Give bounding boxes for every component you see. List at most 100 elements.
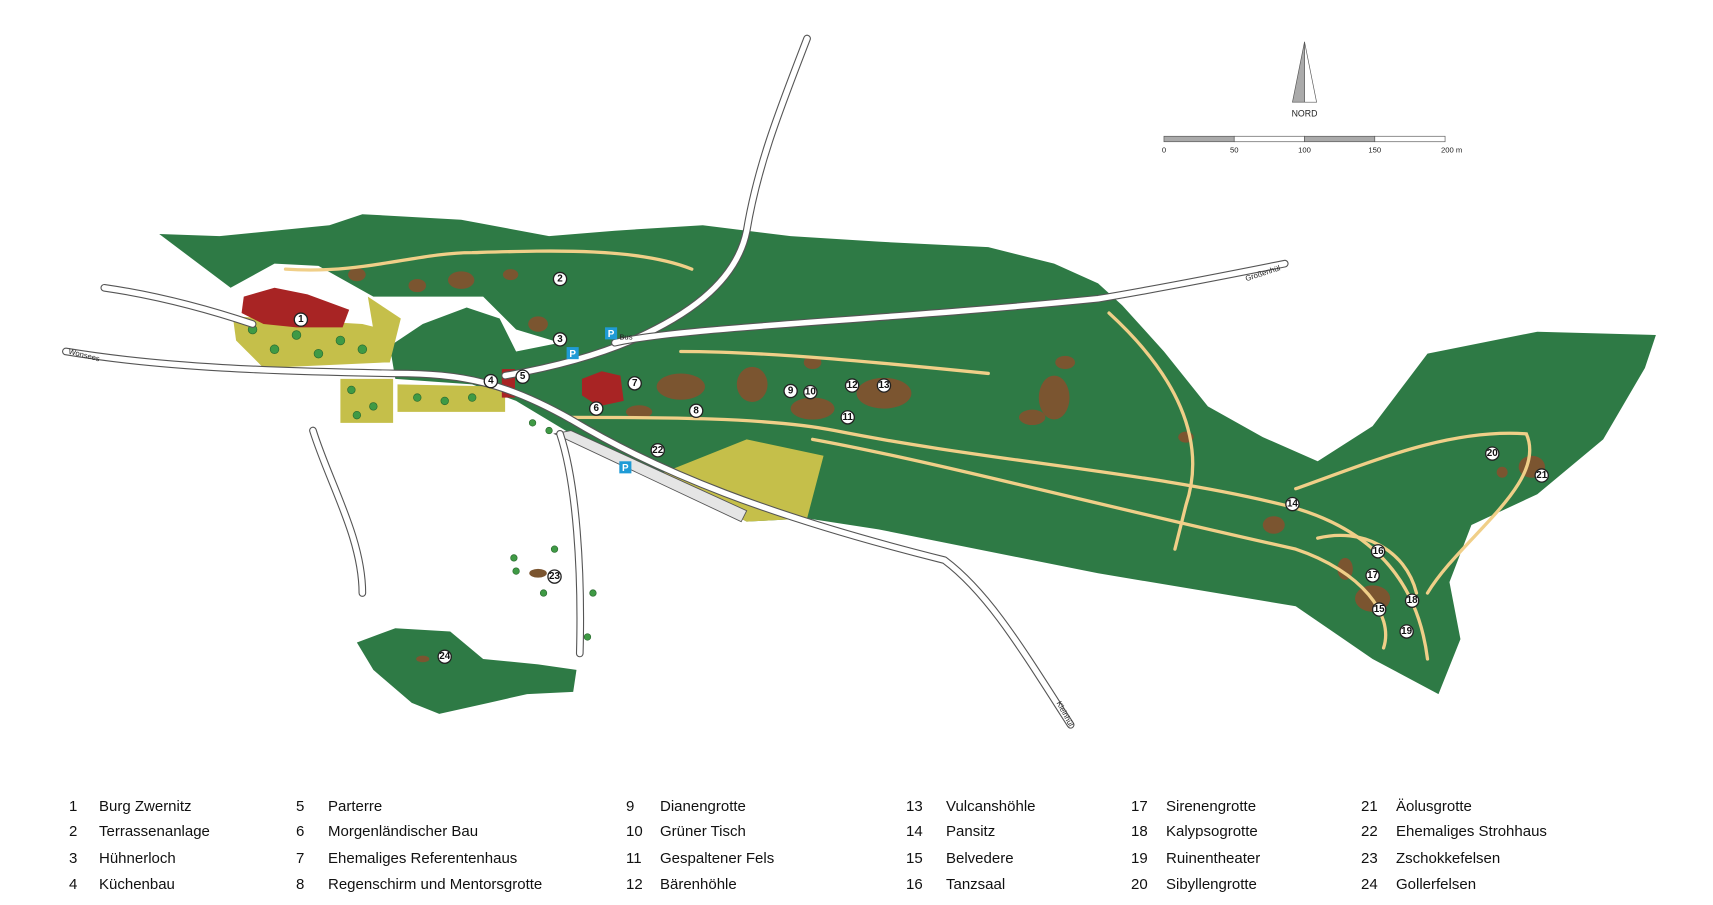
marker-8[interactable]: 8 bbox=[688, 403, 704, 419]
svg-text:4: 4 bbox=[488, 376, 494, 387]
legend-label: Gespaltener Fels bbox=[660, 850, 775, 867]
svg-text:19: 19 bbox=[1401, 626, 1412, 637]
legend-label: Tanzsaal bbox=[946, 876, 1006, 893]
legend-number: 24 bbox=[1361, 876, 1378, 893]
marker-18[interactable]: 18 bbox=[1404, 593, 1420, 608]
legend-label: Ruinentheater bbox=[1166, 850, 1261, 867]
legend-label: Belvedere bbox=[946, 850, 1014, 867]
legend-label: Terrassenanlage bbox=[99, 823, 210, 840]
parking-sign: P bbox=[566, 347, 579, 360]
road-label-kleinhuel: Kleinhül bbox=[1055, 700, 1076, 729]
rock-formations bbox=[348, 268, 1545, 663]
legend-number: 12 bbox=[626, 876, 643, 893]
svg-text:15: 15 bbox=[1374, 604, 1385, 615]
legend-label: Hühnerloch bbox=[99, 850, 176, 867]
parking-sign: P bbox=[605, 327, 618, 340]
svg-text:1: 1 bbox=[298, 314, 304, 325]
legend-label: Sirenengrotte bbox=[1166, 798, 1257, 815]
legend-label: Sibyllengrotte bbox=[1166, 876, 1257, 893]
scale-tick: 200 m bbox=[1441, 146, 1462, 155]
legend-number: 15 bbox=[906, 850, 923, 867]
parking-area bbox=[553, 430, 748, 523]
scale-tick: 50 bbox=[1230, 146, 1239, 155]
marker-20[interactable]: 20 bbox=[1485, 446, 1500, 461]
legend-number: 18 bbox=[1131, 823, 1148, 840]
north-arrow-icon bbox=[1292, 41, 1317, 103]
legend-number: 9 bbox=[626, 798, 635, 815]
marker-9[interactable]: 9 bbox=[783, 383, 798, 399]
legend-number: 14 bbox=[906, 823, 923, 840]
marker-2[interactable]: 2 bbox=[552, 271, 568, 287]
marker-24[interactable]: 24 bbox=[437, 649, 452, 664]
legend-number: 1 bbox=[69, 798, 78, 815]
legend-label: Vulcanshöhle bbox=[946, 798, 1036, 815]
north-label: NORD bbox=[1292, 108, 1318, 118]
scale-tick: 150 bbox=[1368, 146, 1381, 155]
legend-number: 20 bbox=[1131, 876, 1148, 893]
svg-text:16: 16 bbox=[1373, 546, 1384, 557]
legend-label: Burg Zwernitz bbox=[99, 798, 192, 815]
referentenhaus-building bbox=[581, 371, 624, 407]
marker-1[interactable]: 1 bbox=[293, 312, 309, 327]
meadow bbox=[340, 378, 394, 423]
scale-tick: 100 bbox=[1298, 146, 1311, 155]
meadow bbox=[367, 296, 401, 363]
marker-13[interactable]: 13 bbox=[876, 378, 892, 393]
marker-5[interactable]: 5 bbox=[515, 369, 530, 384]
svg-text:3: 3 bbox=[557, 334, 563, 345]
svg-text:P: P bbox=[608, 329, 615, 340]
legend-number: 8 bbox=[296, 876, 305, 893]
meadow bbox=[232, 316, 385, 368]
marker-19[interactable]: 19 bbox=[1399, 624, 1414, 639]
legend-number: 22 bbox=[1361, 823, 1378, 840]
marker-14[interactable]: 14 bbox=[1285, 496, 1300, 512]
legend-label: Pansitz bbox=[946, 823, 996, 840]
marker-4[interactable]: 4 bbox=[483, 373, 499, 389]
legend-label: Gollerfelsen bbox=[1396, 876, 1477, 893]
marker-17[interactable]: 17 bbox=[1365, 568, 1380, 583]
marker-15[interactable]: 15 bbox=[1371, 602, 1387, 617]
svg-text:7: 7 bbox=[632, 378, 638, 389]
marker-22[interactable]: 22 bbox=[650, 443, 665, 458]
parking-sign: P bbox=[619, 461, 632, 474]
svg-text:11: 11 bbox=[842, 412, 853, 423]
marker-21[interactable]: 21 bbox=[1534, 468, 1549, 483]
marker-16[interactable]: 16 bbox=[1370, 544, 1386, 559]
legend-number: 5 bbox=[296, 798, 305, 815]
legend-label: Ehemaliges Referentenhaus bbox=[328, 850, 518, 867]
marker-7[interactable]: 7 bbox=[627, 376, 642, 391]
legend-label: Bärenhöhle bbox=[660, 876, 737, 893]
legend-label: Parterre bbox=[328, 798, 383, 815]
svg-text:P: P bbox=[569, 349, 576, 360]
svg-text:18: 18 bbox=[1407, 595, 1418, 606]
footpaths bbox=[283, 249, 1532, 661]
marker-11[interactable]: 11 bbox=[840, 410, 855, 425]
meadow bbox=[397, 384, 506, 412]
svg-text:P: P bbox=[622, 463, 629, 474]
marker-6[interactable]: 6 bbox=[589, 401, 604, 416]
svg-text:9: 9 bbox=[788, 386, 794, 397]
marker-12[interactable]: 12 bbox=[844, 378, 860, 393]
svg-text:21: 21 bbox=[1536, 470, 1547, 481]
marker-3[interactable]: 3 bbox=[552, 332, 568, 347]
legend-label: Kalypsogrotte bbox=[1166, 823, 1258, 840]
legend-number: 23 bbox=[1361, 850, 1378, 867]
scale-bar bbox=[1163, 135, 1446, 143]
legend-label: Zschokkefelsen bbox=[1396, 850, 1501, 867]
svg-text:17: 17 bbox=[1367, 570, 1378, 581]
legend-number: 6 bbox=[296, 823, 305, 840]
legend-number: 4 bbox=[69, 876, 78, 893]
marker-10[interactable]: 10 bbox=[803, 384, 818, 400]
svg-text:13: 13 bbox=[878, 380, 889, 391]
svg-text:6: 6 bbox=[594, 403, 600, 414]
svg-text:2: 2 bbox=[557, 274, 563, 285]
svg-text:12: 12 bbox=[847, 380, 858, 391]
legend-number: 11 bbox=[626, 850, 642, 867]
legend-label: Äolusgrotte bbox=[1396, 798, 1472, 815]
marker-23[interactable]: 23 bbox=[547, 569, 562, 584]
svg-text:22: 22 bbox=[652, 445, 663, 456]
legend-number: 17 bbox=[1131, 798, 1148, 815]
svg-text:5: 5 bbox=[520, 371, 526, 382]
burg-zwernitz-building bbox=[241, 287, 350, 328]
